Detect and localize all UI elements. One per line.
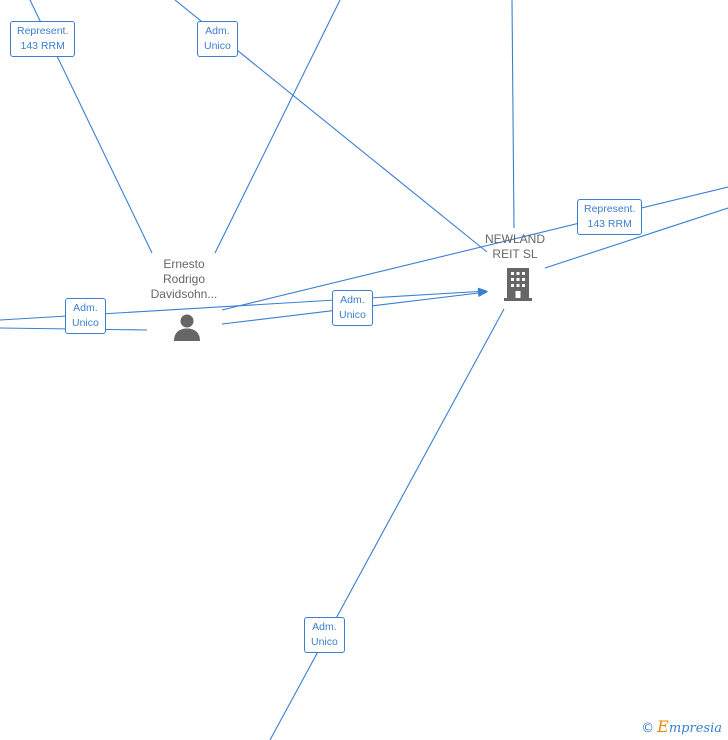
edge-label-line: Represent. xyxy=(584,203,636,215)
edge-label-line: Adm. xyxy=(312,621,337,633)
person-name-line: Ernesto xyxy=(163,257,205,271)
person-name-line: Rodrigo xyxy=(162,272,206,286)
copyright-icon: © xyxy=(641,721,655,736)
edge-label-represent[interactable]: Represent. 143 RRM xyxy=(577,199,643,235)
person-icon[interactable] xyxy=(172,312,202,342)
edge-label-adm-unico[interactable]: Adm. Unico xyxy=(332,290,373,326)
company-name-line: REIT SL xyxy=(492,247,538,261)
edge-label-adm-unico[interactable]: Adm. Unico xyxy=(197,21,238,57)
edge-label-adm-unico[interactable]: Adm. Unico xyxy=(65,298,106,334)
building-icon[interactable] xyxy=(502,266,534,302)
person-name-line: Davidsohn... xyxy=(150,287,218,301)
edge-label-line: Adm. xyxy=(340,294,365,306)
edge-label-line: Adm. xyxy=(73,302,98,314)
edge-line xyxy=(221,186,728,311)
edge-label-line: Unico xyxy=(72,317,99,329)
edge-line xyxy=(269,308,505,740)
edge-line xyxy=(511,0,515,229)
empresia-watermark: ©Empresia xyxy=(641,717,722,736)
edge-line xyxy=(544,207,728,269)
edge-label-adm-unico[interactable]: Adm. Unico xyxy=(304,617,345,653)
brand-rest: mpresia xyxy=(668,721,722,736)
edge-label-line: Unico xyxy=(204,40,231,52)
edge-label-line: Represent. xyxy=(17,25,69,37)
edge-label-line: Unico xyxy=(339,309,366,321)
edge-label-line: 143 RRM xyxy=(587,218,632,230)
brand-initial: E xyxy=(657,717,669,736)
edge-line xyxy=(214,0,341,254)
edge-label-line: 143 RRM xyxy=(20,40,65,52)
edge-label-line: Unico xyxy=(311,636,338,648)
edge-label-represent[interactable]: Represent. 143 RRM xyxy=(10,21,76,57)
edge-label-line: Adm. xyxy=(205,25,230,37)
company-name-line: NEWLAND xyxy=(484,232,545,246)
company-node-label[interactable]: NEWLAND REIT SL xyxy=(475,232,555,262)
person-node-label[interactable]: Ernesto Rodrigo Davidsohn... xyxy=(140,257,228,302)
